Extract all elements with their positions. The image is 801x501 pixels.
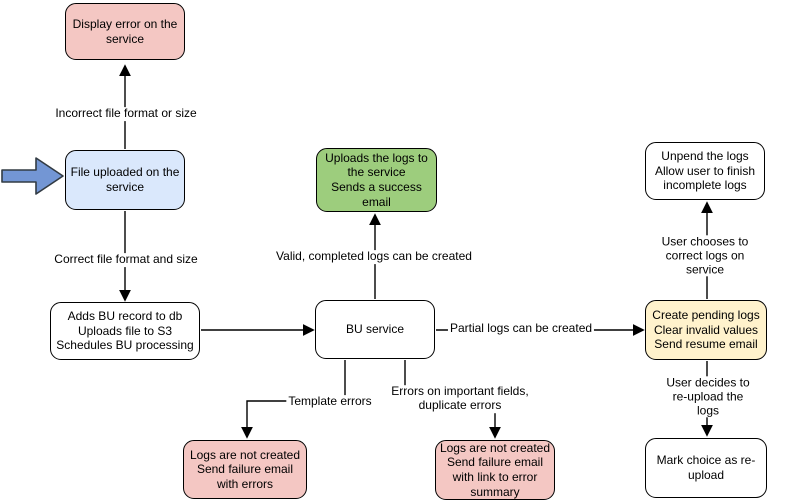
node-upload-logs-success[interactable]: Uploads the logs to the service Sends a … <box>316 148 437 212</box>
node-add-bu-record[interactable]: Adds BU record to db Uploads file to S3 … <box>50 302 200 360</box>
edge-label-correct-format: Correct file format and size <box>52 252 200 267</box>
node-mark-choice-reupload[interactable]: Mark choice as re- upload <box>645 438 767 498</box>
node-bu-service[interactable]: BU service <box>315 300 435 359</box>
node-file-uploaded[interactable]: File uploaded on the service <box>65 150 185 210</box>
edge-label-user-reuploads: User decides to re-upload the logs <box>661 375 755 418</box>
edge-label-template-errors: Template errors <box>286 394 374 409</box>
edge-label-important-field-errors: Errors on important fields, duplicate er… <box>389 384 531 413</box>
edge-label-incorrect-format: Incorrect file format or size <box>53 106 199 121</box>
node-create-pending-logs[interactable]: Create pending logs Clear invalid values… <box>645 300 767 360</box>
node-logs-not-created-errors[interactable]: Logs are not created Send failure email … <box>183 440 307 499</box>
node-logs-not-created-summary[interactable]: Logs are not created Send failure email … <box>435 440 555 500</box>
node-display-error[interactable]: Display error on the service <box>65 3 185 60</box>
node-unpend-logs[interactable]: Unpend the logs Allow user to finish inc… <box>645 142 765 200</box>
edge-label-valid-logs: Valid, completed logs can be created <box>274 249 474 264</box>
start-arrow-icon <box>1 157 64 195</box>
edge-label-partial-logs: Partial logs can be created <box>447 321 595 336</box>
edge-label-user-corrects: User chooses to correct logs on service <box>657 234 753 277</box>
